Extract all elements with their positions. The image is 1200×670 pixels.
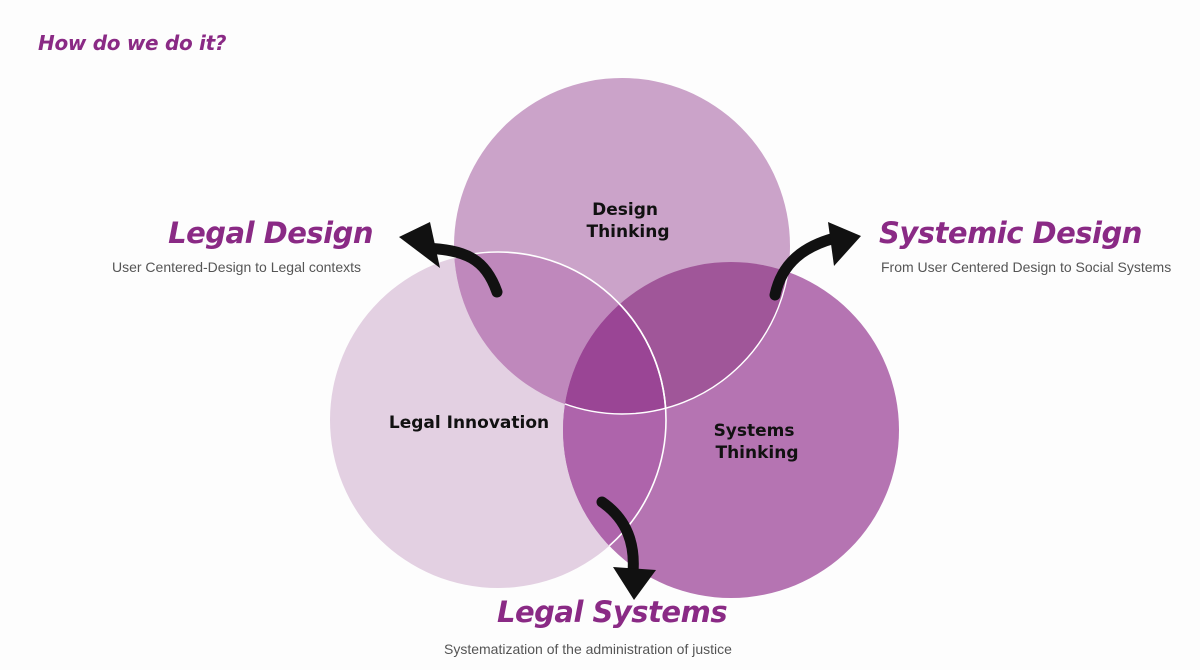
legal-circle-outline	[454, 251, 667, 414]
design-circle-outline	[563, 262, 791, 415]
legal-systems-title: Legal Systems	[497, 595, 728, 629]
systemic-design-arrow-icon	[769, 222, 861, 301]
page-heading: How do we do it?	[38, 31, 227, 55]
legal-design-title: Legal Design	[168, 216, 373, 250]
legal-circle-outline-lower	[563, 262, 667, 589]
legal-design-subtitle: User Centered-Design to Legal contexts	[111, 259, 361, 275]
legal-innovation-label: Legal Innovation	[389, 413, 549, 433]
systemic-design-title: Systemic Design	[879, 216, 1142, 250]
design-legal-overlap	[454, 252, 666, 414]
systemic-design-subtitle: From User Centered Design to Social Syst…	[881, 259, 1172, 275]
systems-thinking-label: Systems Thinking	[714, 421, 801, 463]
legal-systems-subtitle: Systematization of the administration of…	[444, 641, 732, 657]
center-overlap	[563, 262, 666, 414]
legal-systems-arrow-icon	[596, 496, 656, 600]
design-thinking-label: Design Thinking	[586, 200, 669, 242]
legal-design-arrow-icon	[399, 222, 503, 298]
